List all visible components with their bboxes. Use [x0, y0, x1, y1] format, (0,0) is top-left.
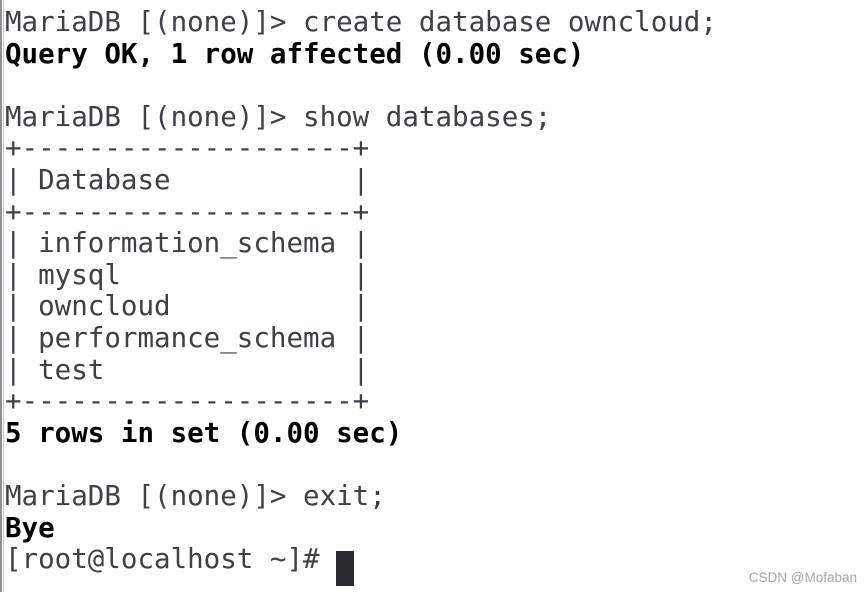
table-row-performance-schema: | performance_schema |	[5, 321, 370, 354]
shell-prompt-text: [root@localhost ~]#	[5, 543, 337, 576]
terminal-line-query-ok: Query OK, 1 row affected (0.00 sec)	[5, 37, 585, 70]
terminal-line-blank	[5, 70, 861, 102]
watermark: CSDN @Mofaban	[748, 570, 857, 585]
terminal-line-rows-in-set: 5 rows in set (0.00 sec)	[5, 416, 403, 449]
terminal-screen[interactable]: MariaDB [(none)]> create database ownclo…	[5, 6, 861, 586]
table-border-top: +--------------------+	[5, 132, 370, 165]
terminal-line-blank	[5, 449, 861, 481]
table-header-row: | Database |	[5, 163, 370, 196]
table-border-middle: +--------------------+	[5, 195, 370, 228]
shell-prompt-line: [root@localhost ~]#	[5, 543, 861, 586]
window-left-border-inner	[3, 0, 4, 592]
table-row-mysql: | mysql |	[5, 258, 370, 291]
terminal-line-exit: MariaDB [(none)]> exit;	[5, 479, 386, 512]
table-border-bottom: +--------------------+	[5, 385, 370, 418]
terminal-line-create-database: MariaDB [(none)]> create database ownclo…	[5, 6, 717, 38]
table-row-test: | test |	[5, 353, 370, 386]
table-row-owncloud: | owncloud |	[5, 290, 370, 323]
terminal-line-bye: Bye	[5, 511, 55, 544]
terminal-line-show-databases: MariaDB [(none)]> show databases;	[5, 100, 552, 133]
window-left-border-outer	[0, 0, 2, 592]
table-row-information-schema: | information_schema |	[5, 227, 370, 260]
terminal-cursor	[336, 551, 354, 586]
